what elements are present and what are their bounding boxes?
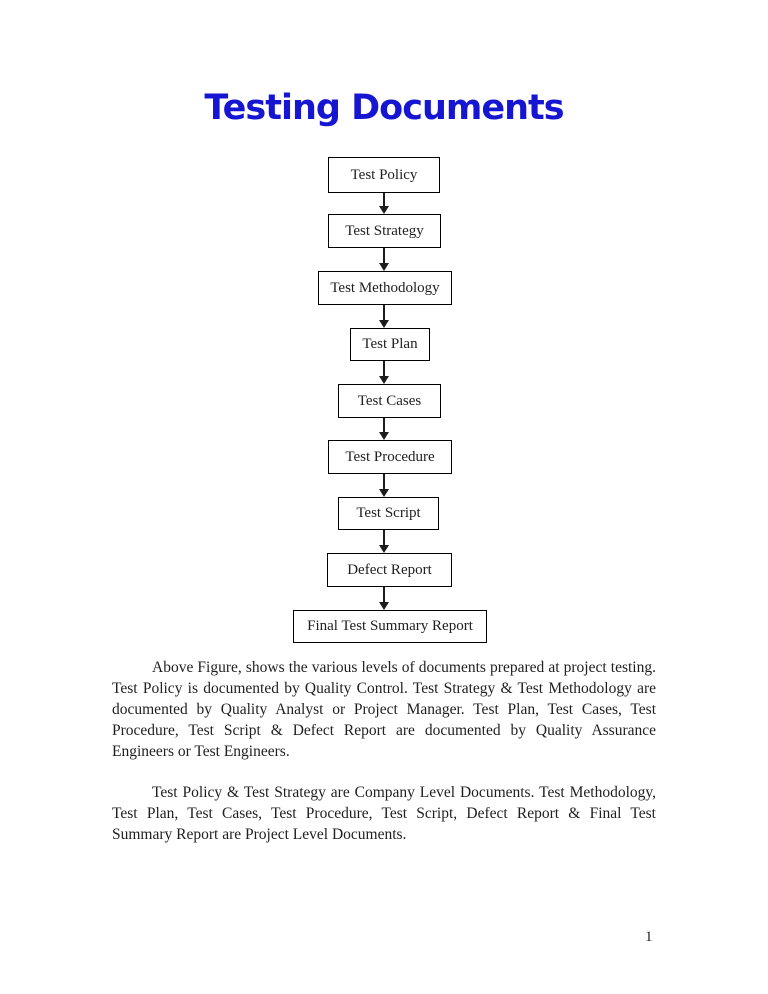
- arrow-line: [383, 305, 385, 320]
- down-arrow-icon: [378, 248, 390, 271]
- flow-node-test-plan: Test Plan: [350, 328, 430, 361]
- down-arrow-icon: [378, 193, 390, 214]
- down-arrow-icon: [378, 418, 390, 440]
- arrow-line: [383, 193, 385, 206]
- down-arrow-icon: [378, 530, 390, 553]
- paragraph-document-levels: Test Policy & Test Strategy are Company …: [112, 784, 656, 843]
- flow-node-defect-report: Defect Report: [327, 553, 452, 587]
- page-number: 1: [645, 929, 653, 945]
- down-arrow-icon: [378, 361, 390, 384]
- page-title: Testing Documents: [204, 88, 564, 128]
- arrow-line: [383, 418, 385, 432]
- arrow-head-icon: [379, 432, 389, 440]
- body-text: Above Figure, shows the various levels o…: [112, 657, 656, 845]
- arrow-head-icon: [379, 263, 389, 271]
- down-arrow-icon: [378, 474, 390, 497]
- flow-node-test-procedure: Test Procedure: [328, 440, 452, 474]
- arrow-line: [383, 361, 385, 376]
- arrow-head-icon: [379, 376, 389, 384]
- flow-node-test-strategy: Test Strategy: [328, 214, 441, 248]
- flow-node-test-cases: Test Cases: [338, 384, 441, 418]
- arrow-head-icon: [379, 206, 389, 214]
- paragraph-figure-description: Above Figure, shows the various levels o…: [112, 659, 656, 760]
- arrow-line: [383, 248, 385, 263]
- arrow-line: [383, 530, 385, 545]
- flow-node-test-policy: Test Policy: [328, 157, 440, 193]
- flow-node-final-test-summary-report: Final Test Summary Report: [293, 610, 487, 643]
- arrow-line: [383, 587, 385, 602]
- down-arrow-icon: [378, 305, 390, 328]
- down-arrow-icon: [378, 587, 390, 610]
- arrow-head-icon: [379, 545, 389, 553]
- arrow-head-icon: [379, 320, 389, 328]
- arrow-head-icon: [379, 602, 389, 610]
- flow-node-test-script: Test Script: [338, 497, 439, 530]
- arrow-line: [383, 474, 385, 489]
- arrow-head-icon: [379, 489, 389, 497]
- flow-node-test-methodology: Test Methodology: [318, 271, 452, 305]
